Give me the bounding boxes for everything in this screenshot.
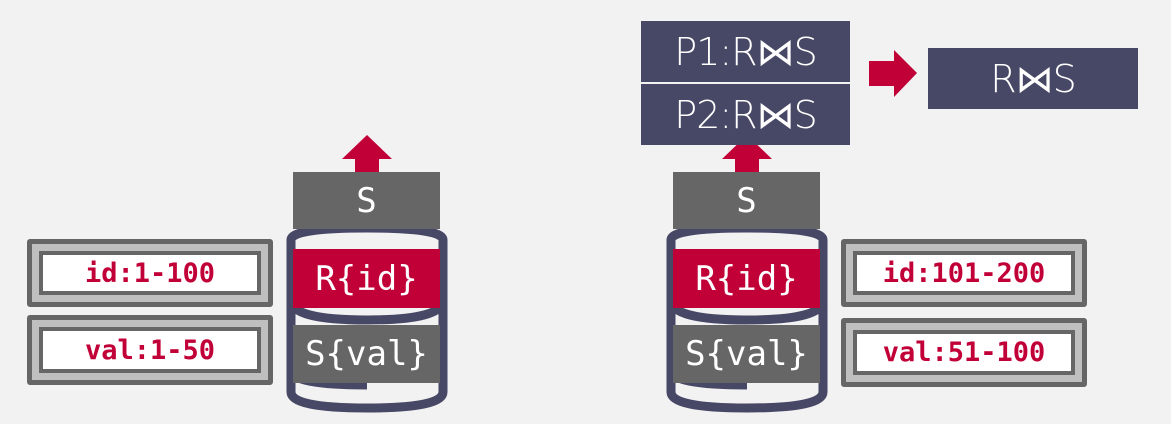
right-val-range-label: val:51-100 bbox=[841, 318, 1087, 387]
left-up-arrow-icon bbox=[342, 135, 392, 183]
right-up-arrow-icon bbox=[722, 135, 772, 183]
left-val-range-text: val:1-50 bbox=[39, 327, 261, 373]
right-val-range-text: val:51-100 bbox=[853, 330, 1075, 375]
right-output-s: S bbox=[673, 172, 820, 229]
left-id-range-label: id:1-100 bbox=[27, 239, 273, 307]
right-partition-s: S{val} bbox=[673, 325, 820, 383]
left-val-range-label: val:1-50 bbox=[27, 315, 273, 385]
left-output-s: S bbox=[293, 172, 440, 229]
right-partition-r: R{id} bbox=[673, 249, 820, 308]
left-partition-r: R{id} bbox=[293, 249, 440, 308]
right-id-range-text: id:101-200 bbox=[853, 251, 1075, 295]
final-join-result: R⋈S bbox=[928, 48, 1138, 109]
p1-join-result: P1:R⋈S bbox=[641, 21, 850, 82]
left-id-range-text: id:1-100 bbox=[39, 251, 261, 295]
p2-join-result: P2:R⋈S bbox=[641, 84, 850, 145]
left-partition-s: S{val} bbox=[293, 325, 440, 383]
right-id-range-label: id:101-200 bbox=[841, 239, 1087, 307]
right-arrow-icon bbox=[869, 50, 917, 97]
